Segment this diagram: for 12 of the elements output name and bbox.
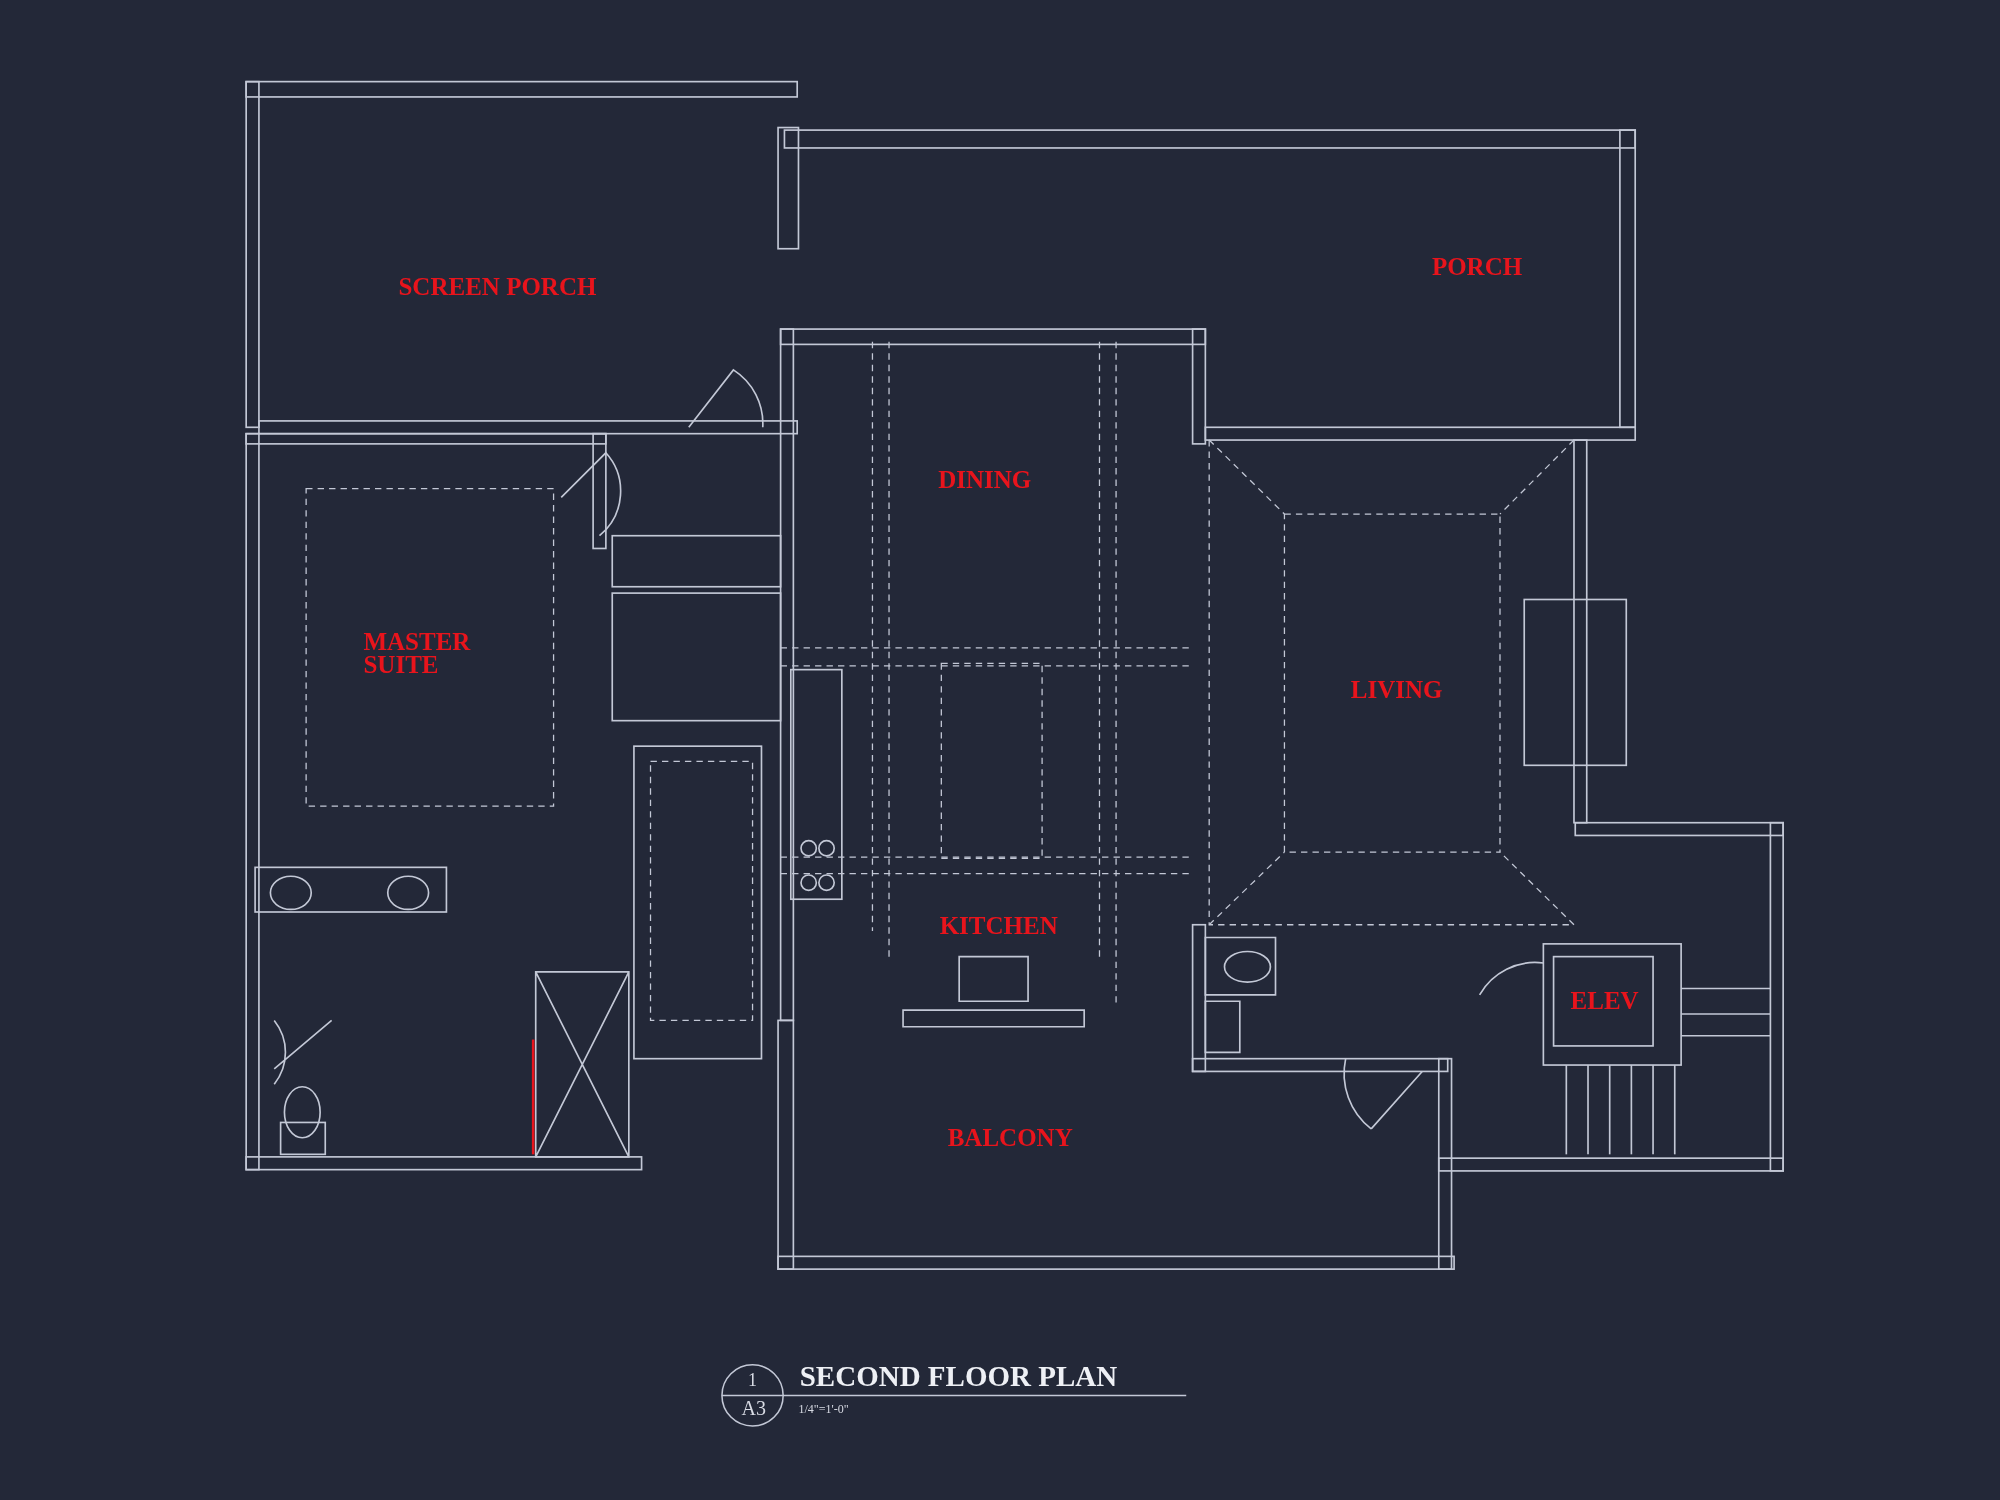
room-label: KITCHEN xyxy=(939,914,1058,938)
room-label: BALCONY xyxy=(947,1126,1073,1149)
room-label: MASTER SUITE xyxy=(363,630,472,676)
room-label: SCREEN PORCH xyxy=(398,275,597,299)
sheet-reference: A3 xyxy=(741,1396,767,1420)
sheet-reference: 1 xyxy=(748,1369,758,1391)
plan-title: SECOND FLOOR PLAN xyxy=(799,1359,1118,1393)
room-label: DINING xyxy=(938,468,1032,491)
room-label: LIVING xyxy=(1350,678,1443,702)
room-label: PORCH xyxy=(1431,255,1523,278)
scale-note: 1/4"=1'-0" xyxy=(798,1401,849,1417)
room-label: ELEV xyxy=(1570,990,1639,1013)
